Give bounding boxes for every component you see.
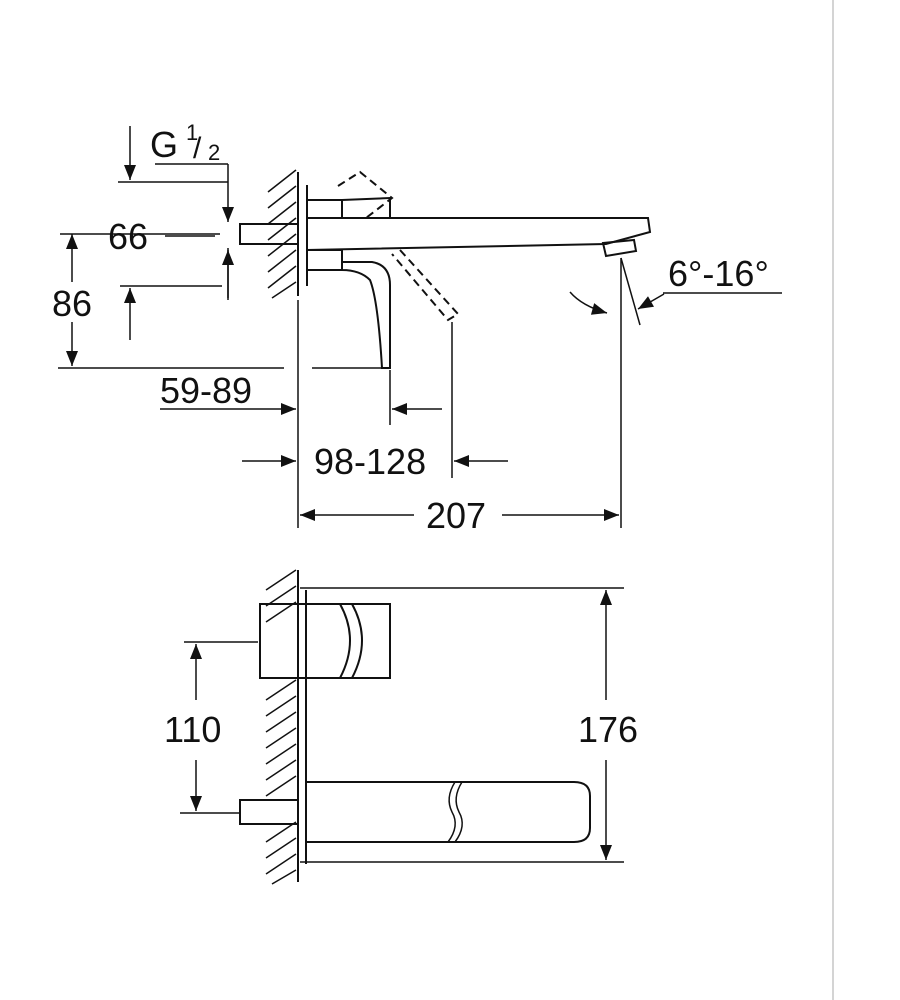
side-pipe-stub	[239, 223, 299, 245]
svg-text:/: /	[193, 132, 202, 165]
dim-angle: 6°-16°	[668, 253, 769, 294]
dim-176: 176	[578, 709, 638, 750]
front-dimensions	[180, 587, 624, 863]
front-valve-body	[259, 603, 307, 679]
side-body-lower	[306, 249, 343, 271]
svg-text:1: 1	[186, 120, 198, 145]
side-handle	[341, 261, 391, 369]
spout-aerator	[601, 238, 638, 258]
dim-59-89: 59-89	[160, 370, 252, 411]
front-spout	[305, 781, 591, 843]
thread-label: G 1 / 2	[150, 120, 220, 165]
front-wall	[265, 569, 307, 885]
side-wall	[267, 169, 308, 299]
front-view	[239, 569, 591, 885]
lever-alt-down	[391, 249, 460, 322]
side-lever	[341, 196, 391, 219]
front-pipe-stub	[239, 799, 299, 825]
page-divider	[832, 0, 834, 1000]
side-dimensions	[58, 126, 782, 528]
dim-66: 66	[108, 216, 148, 257]
dim-98-128: 98-128	[314, 441, 426, 482]
side-view	[239, 169, 652, 369]
dim-110: 110	[164, 709, 221, 750]
front-handle-grip	[339, 603, 363, 679]
dim-207: 207	[426, 495, 486, 536]
front-handle-block	[305, 603, 391, 679]
side-body-upper	[306, 199, 343, 219]
svg-text:G: G	[150, 124, 178, 165]
lever-alt-up	[337, 170, 394, 219]
svg-text:2: 2	[208, 140, 220, 165]
front-spout-break	[447, 781, 463, 843]
dim-86: 86	[52, 283, 92, 324]
side-spout	[306, 217, 652, 252]
